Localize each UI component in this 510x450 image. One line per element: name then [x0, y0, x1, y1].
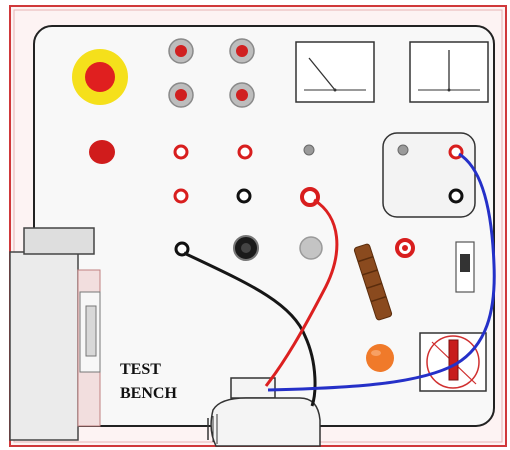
rotary-switch[interactable] — [419, 332, 487, 392]
potentiometer[interactable] — [366, 344, 394, 372]
push-button-4[interactable] — [229, 82, 255, 108]
emergency-stop-button[interactable] — [72, 49, 128, 105]
wire-red — [264, 198, 339, 387]
control-box-terminal-black[interactable] — [448, 188, 464, 204]
red-lamp-icon — [89, 140, 115, 164]
wire-black — [183, 251, 317, 407]
terminal-r1-c1[interactable] — [173, 144, 189, 160]
panel-label-line2: BENCH — [120, 385, 177, 402]
terminal-r1-c2[interactable] — [237, 144, 253, 160]
terminal-r3-c2[interactable] — [233, 235, 259, 261]
terminal-r2-c1[interactable] — [173, 188, 189, 204]
emergency-stop-icon — [85, 62, 115, 92]
resistor-icon — [353, 243, 393, 321]
analog-meter-left — [295, 41, 375, 103]
control-box-terminal-grey[interactable] — [397, 144, 409, 156]
terminal-r1-c3[interactable] — [303, 144, 315, 156]
analog-meter-icon — [295, 41, 375, 103]
control-box-icon — [382, 132, 476, 218]
motor — [207, 377, 321, 447]
panel-label: TEST BENCH — [120, 361, 177, 402]
terminal-r3-c3[interactable] — [299, 236, 323, 260]
analog-meter-right — [409, 41, 489, 103]
toggle-switch[interactable] — [455, 241, 475, 293]
terminal-r2-c2[interactable] — [236, 188, 252, 204]
control-box — [382, 132, 476, 218]
panel-label-line1: TEST — [120, 361, 161, 378]
resistor — [353, 243, 393, 321]
terminal-resistor-red[interactable] — [395, 238, 415, 258]
wire-blue — [267, 152, 496, 392]
push-button-3[interactable] — [168, 82, 194, 108]
push-button-1[interactable] — [168, 38, 194, 64]
knob-icon — [366, 344, 394, 372]
motor-icon — [207, 397, 321, 447]
red-lamp — [89, 140, 115, 164]
push-button-2[interactable] — [229, 38, 255, 64]
side-device — [9, 227, 101, 441]
